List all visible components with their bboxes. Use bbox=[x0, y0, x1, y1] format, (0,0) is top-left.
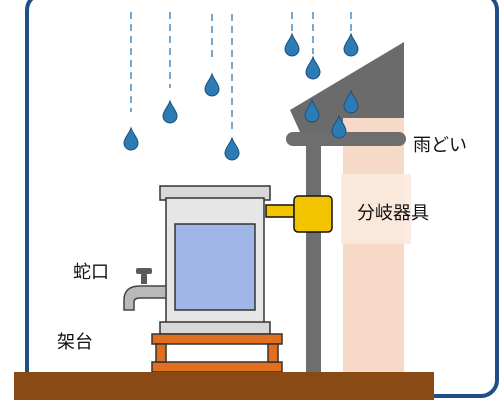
tank-water bbox=[174, 223, 256, 311]
diverter-label: 分岐器具 bbox=[357, 203, 429, 224]
raindrop-icon bbox=[331, 114, 347, 139]
ground bbox=[14, 372, 434, 400]
roof bbox=[290, 42, 404, 132]
gutter-label: 雨どい bbox=[413, 135, 467, 156]
raindrop-icon bbox=[304, 98, 320, 123]
raindrop-icon bbox=[204, 72, 220, 97]
raindrop-icon bbox=[123, 126, 139, 151]
house-wall bbox=[343, 118, 404, 372]
raindrop-icon bbox=[224, 136, 240, 161]
stand-label: 架台 bbox=[57, 332, 93, 353]
faucet-label: 蛇口 bbox=[73, 262, 109, 283]
raindrop-icon bbox=[343, 89, 359, 114]
raindrop-icon bbox=[162, 99, 178, 124]
gutter bbox=[286, 132, 406, 146]
rain-streaks bbox=[130, 12, 352, 132]
left-panel-background bbox=[0, 0, 24, 400]
diverter bbox=[293, 195, 333, 233]
raindrop-icon bbox=[305, 55, 321, 80]
raindrop-icon bbox=[343, 32, 359, 57]
raindrop-icon bbox=[284, 32, 300, 57]
diverter-label-background bbox=[341, 174, 411, 244]
faucet-icon bbox=[123, 268, 167, 311]
